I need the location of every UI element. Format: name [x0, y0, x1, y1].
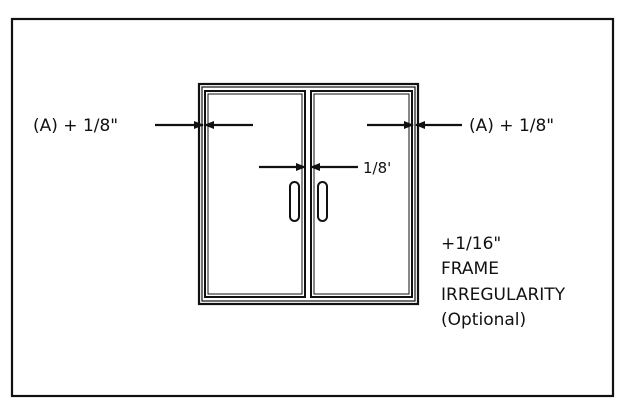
center-gap-label: 1/8' — [363, 159, 391, 177]
frame-note-line-2: FRAME — [441, 259, 499, 279]
left-door — [204, 90, 306, 298]
frame-note-line-3: IRREGULARITY — [441, 285, 566, 305]
right-gap-label: (A) + 1/8" — [469, 116, 554, 136]
frame-note-line-1: +1/16" — [441, 234, 501, 254]
diagram-border — [10, 17, 615, 398]
right-door — [310, 90, 413, 298]
left-gap-label: (A) + 1/8" — [33, 116, 118, 136]
right-door-handle — [317, 181, 328, 222]
frame-note-line-4: (Optional) — [441, 310, 526, 330]
frame-irregularity-note: +1/16" FRAME IRREGULARITY (Optional) — [441, 234, 566, 330]
cabinet-frame — [197, 82, 420, 306]
left-door-handle — [289, 181, 300, 222]
